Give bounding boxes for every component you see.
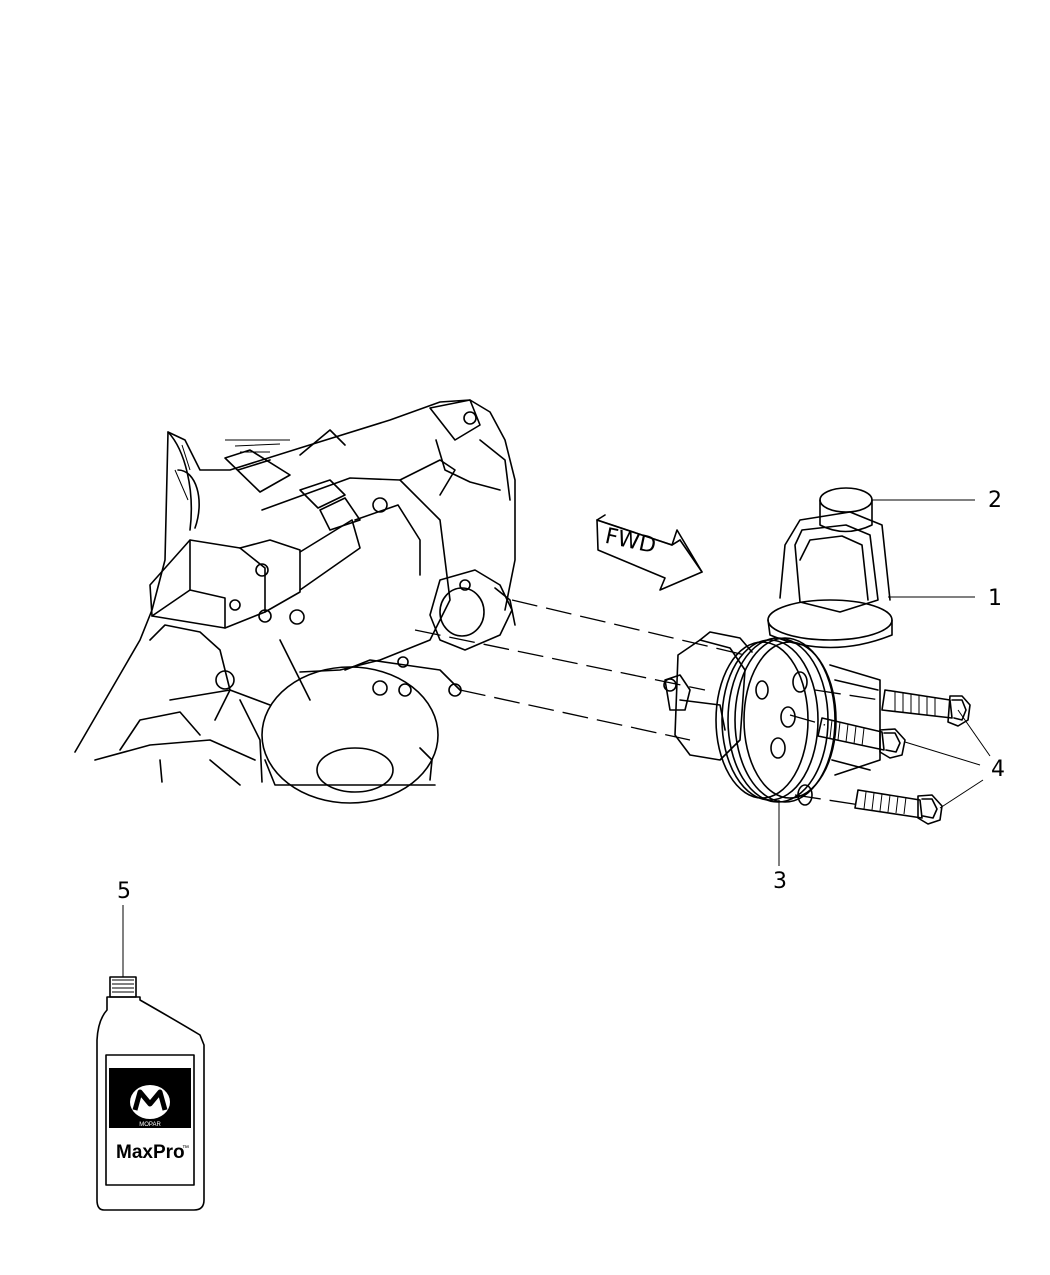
callout-5: 5 — [117, 879, 131, 904]
callout-3: 3 — [773, 869, 787, 894]
product-label: MaxPro — [116, 1142, 185, 1163]
fluid-bottle: MOPAR MaxPro ™ — [96, 976, 205, 1211]
bolt-upper — [881, 689, 971, 727]
callout-4: 4 — [991, 757, 1005, 782]
callout-2: 2 — [988, 488, 1002, 513]
bolt-middle — [817, 717, 906, 759]
mounting-bolts — [817, 689, 971, 825]
leader-lines — [122, 499, 991, 977]
trademark-mark: ™ — [182, 1145, 189, 1152]
engine-front-cover — [74, 399, 516, 804]
mopar-logo: MOPAR — [130, 1085, 170, 1128]
callout-1: 1 — [988, 586, 1002, 611]
bolt-lower — [854, 789, 943, 825]
power-steering-pump — [663, 487, 893, 806]
alignment-lines — [414, 599, 881, 806]
brand-label: MOPAR — [139, 1122, 161, 1128]
callout-labels: 2 1 4 3 5 — [117, 488, 1005, 904]
fwd-label: FWD — [603, 524, 658, 559]
fwd-direction-arrow: FWD — [596, 514, 703, 591]
